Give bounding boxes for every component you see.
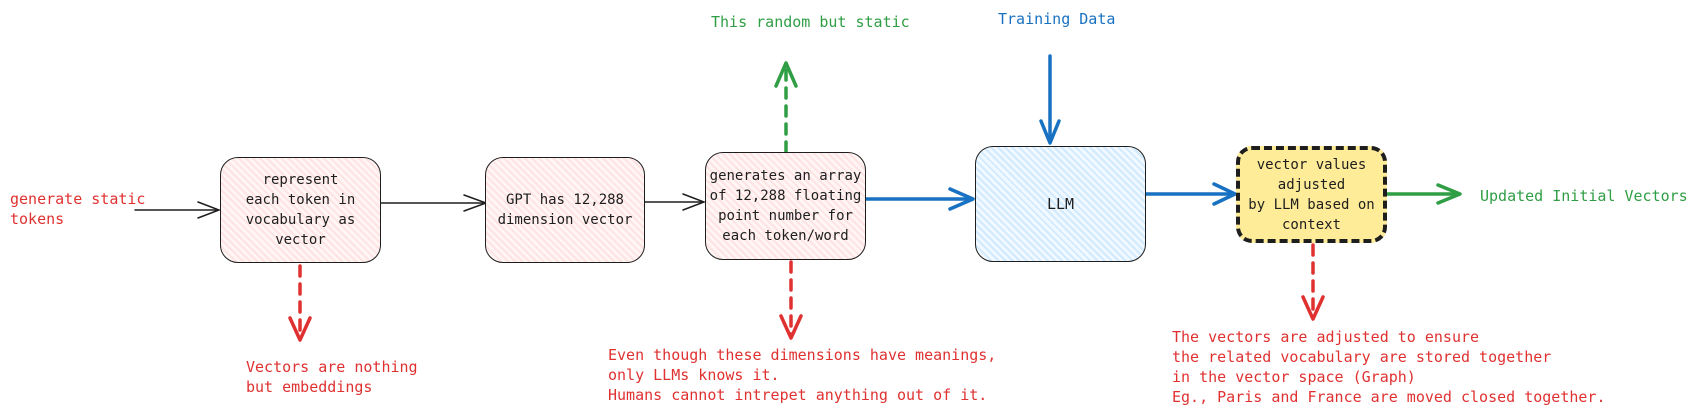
arrow-input-to-represent (134, 201, 222, 219)
arrow-represent-to-gpt (380, 194, 489, 212)
arrow-generates-to-dimensions (779, 260, 803, 340)
note-vectors-embeddings: Vectors are nothing but embeddings (246, 358, 418, 396)
box-llm: LLM (975, 146, 1146, 262)
arrow-generates-to-random (774, 61, 798, 154)
arrow-llm-to-adjusted (1144, 182, 1237, 206)
arrow-adjusted-to-note (1301, 243, 1325, 321)
arrow-generates-to-llm (864, 187, 975, 211)
label-training-data: Training Data (998, 10, 1116, 28)
note-dimensions-meanings: Even though these dimensions have meanin… (608, 346, 997, 404)
box-generates-array: generates an array of 12,288 floating po… (705, 152, 866, 260)
arrow-represent-to-embeddings (288, 264, 312, 342)
arrow-adjusted-to-updated (1385, 183, 1462, 205)
arrow-training-to-llm (1039, 54, 1061, 145)
label-random-but-static: This random but static (711, 13, 910, 31)
label-generate-static-tokens: generate static tokens (10, 190, 146, 228)
box-vector-values-adjusted: vector values adjusted by LLM based on c… (1236, 146, 1387, 243)
note-vectors-adjusted: The vectors are adjusted to ensure the r… (1172, 328, 1606, 406)
box-represent-tokens: represent each token in vocabulary as ve… (220, 157, 381, 263)
label-updated-initial-vectors: Updated Initial Vectors (1480, 187, 1688, 205)
box-gpt-dimension: GPT has 12,288 dimension vector (485, 157, 645, 263)
arrow-gpt-to-generates (644, 193, 707, 211)
